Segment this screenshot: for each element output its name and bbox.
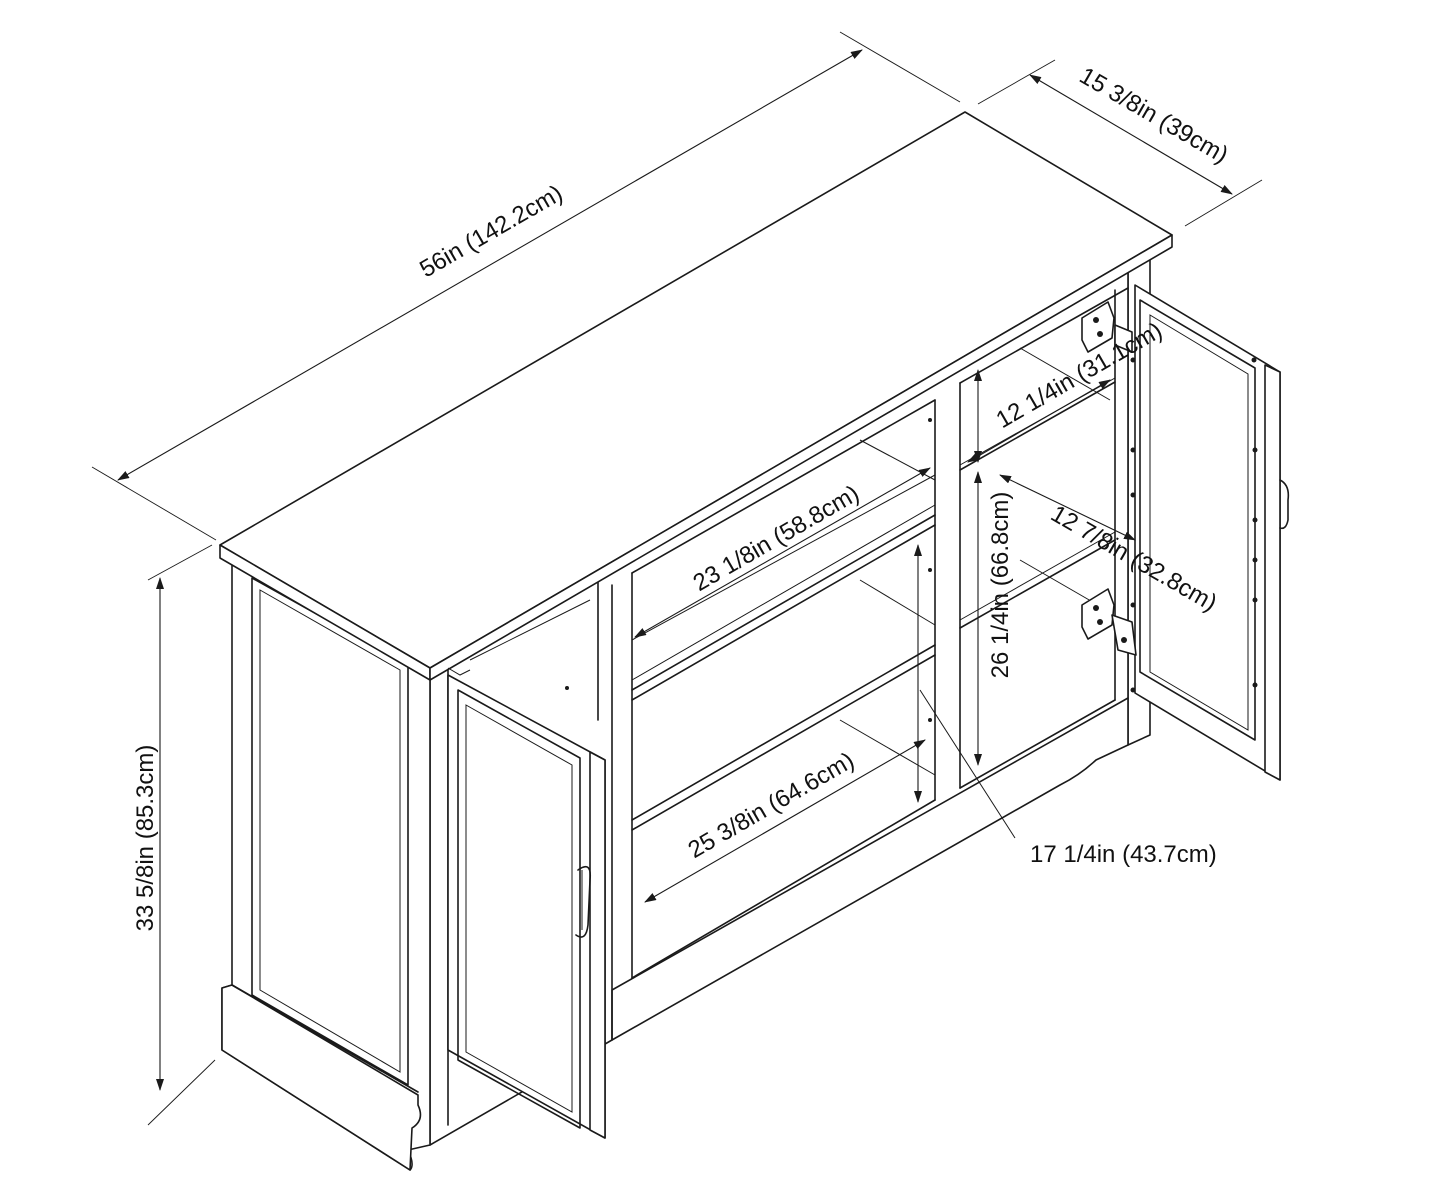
open-shelf-height-label: 17 1/4in (43.7cm) [1030, 841, 1217, 868]
dimension-lines [91, 31, 1263, 1126]
hinge-icon [1081, 301, 1133, 353]
cabinet-height-label: 26 1/4in (66.8cm) [987, 492, 1014, 679]
height-label: 33 5/8in (85.3cm) [132, 745, 159, 932]
door-handle-icon [575, 865, 592, 938]
width-label: 56in (142.2cm) [415, 180, 567, 283]
left-door [447, 667, 606, 1139]
door-handle-icon [1279, 479, 1290, 530]
hinge-icon [1081, 588, 1137, 656]
right-door [1081, 284, 1290, 781]
